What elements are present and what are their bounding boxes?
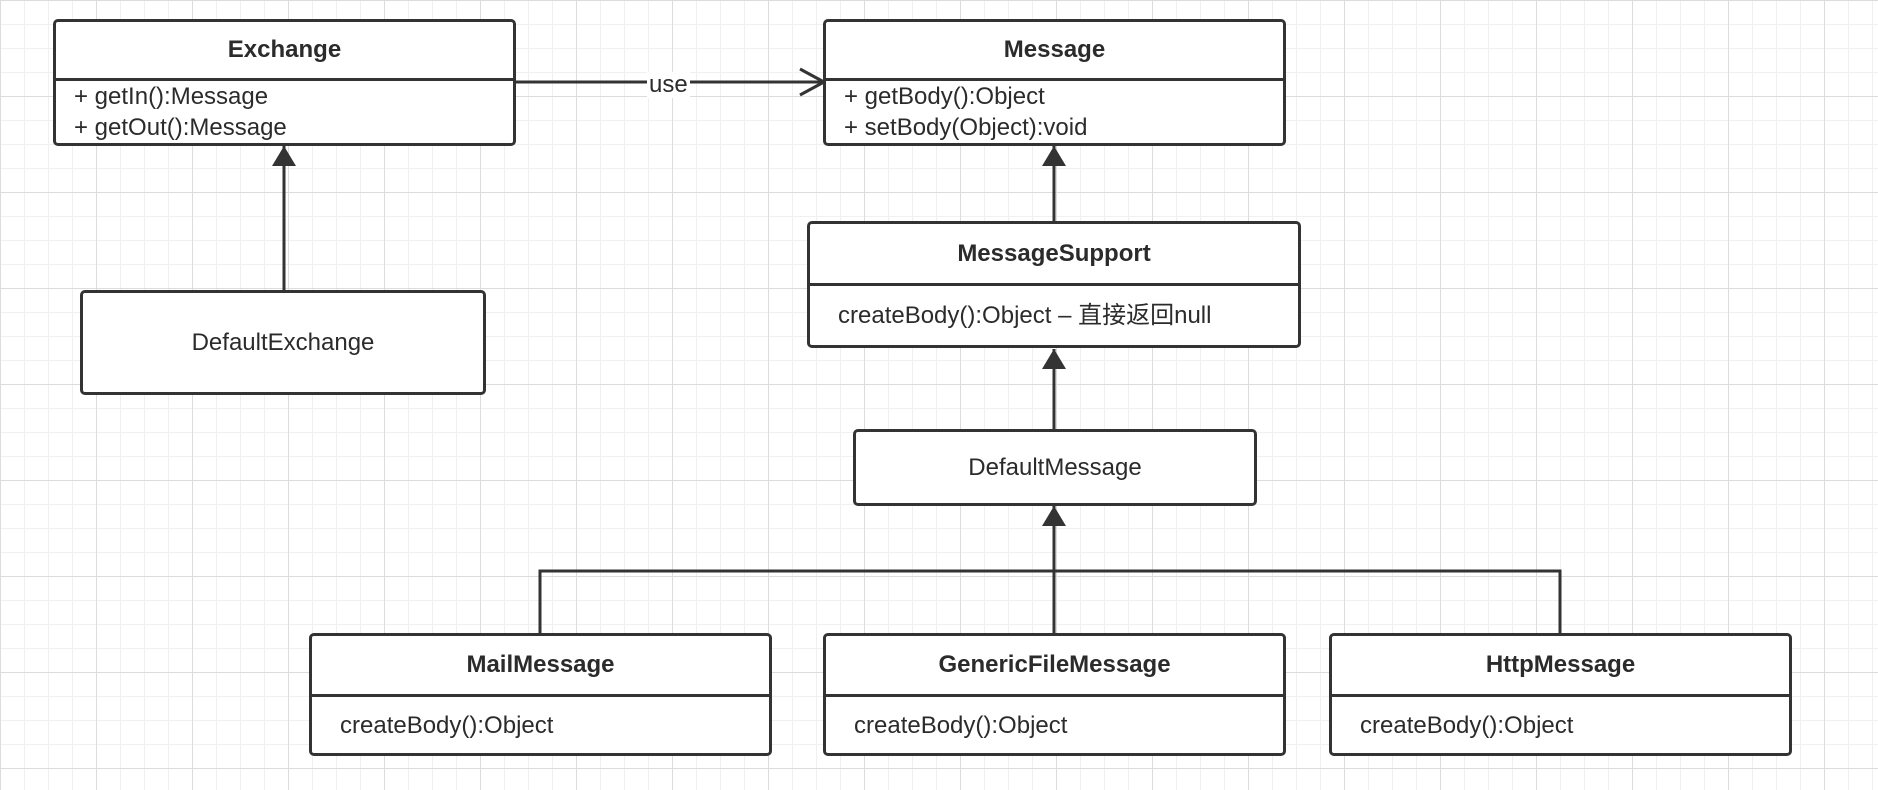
method-createbody: createBody():Object bbox=[1360, 711, 1574, 739]
method-createbody: createBody():Object bbox=[854, 711, 1068, 739]
class-members: createBody():Object bbox=[312, 697, 769, 753]
class-name: MessageSupport bbox=[810, 224, 1298, 286]
method-createbody: createBody():Object – 直接返回null bbox=[838, 302, 1212, 329]
method-getin: + getIn():Message bbox=[74, 83, 269, 110]
class-messagesupport[interactable]: MessageSupport createBody():Object – 直接返… bbox=[807, 221, 1301, 348]
class-name: Exchange bbox=[56, 22, 513, 81]
class-members: createBody():Object – 直接返回null bbox=[810, 286, 1298, 345]
class-exchange[interactable]: Exchange + getIn():Message + getOut():Me… bbox=[53, 19, 516, 146]
method-getbody: + getBody():Object bbox=[844, 83, 1045, 110]
method-createbody: createBody():Object bbox=[340, 711, 554, 739]
class-defaultexchange[interactable]: DefaultExchange bbox=[80, 290, 486, 395]
class-name: MailMessage bbox=[312, 636, 769, 697]
class-members: + getBody():Object + setBody(Object):voi… bbox=[826, 81, 1283, 143]
class-message[interactable]: Message + getBody():Object + setBody(Obj… bbox=[823, 19, 1286, 146]
class-genericfilemessage[interactable]: GenericFileMessage createBody():Object bbox=[823, 633, 1286, 756]
class-members: createBody():Object bbox=[1332, 697, 1789, 753]
use-label: use bbox=[647, 71, 690, 98]
inheritance-branch-connector bbox=[538, 569, 1562, 633]
method-setbody: + setBody(Object):void bbox=[844, 114, 1088, 141]
class-name: HttpMessage bbox=[1332, 636, 1789, 697]
class-name: GenericFileMessage bbox=[826, 636, 1283, 697]
class-mailmessage[interactable]: MailMessage createBody():Object bbox=[309, 633, 772, 756]
class-name: DefaultExchange bbox=[191, 328, 375, 356]
method-getout: + getOut():Message bbox=[74, 114, 287, 141]
class-name: Message bbox=[826, 22, 1283, 81]
class-members: + getIn():Message + getOut():Message bbox=[56, 81, 513, 143]
class-name: DefaultMessage bbox=[968, 453, 1142, 481]
class-defaultmessage[interactable]: DefaultMessage bbox=[853, 429, 1257, 506]
class-members: createBody():Object bbox=[826, 697, 1283, 753]
class-httpmessage[interactable]: HttpMessage createBody():Object bbox=[1329, 633, 1792, 756]
